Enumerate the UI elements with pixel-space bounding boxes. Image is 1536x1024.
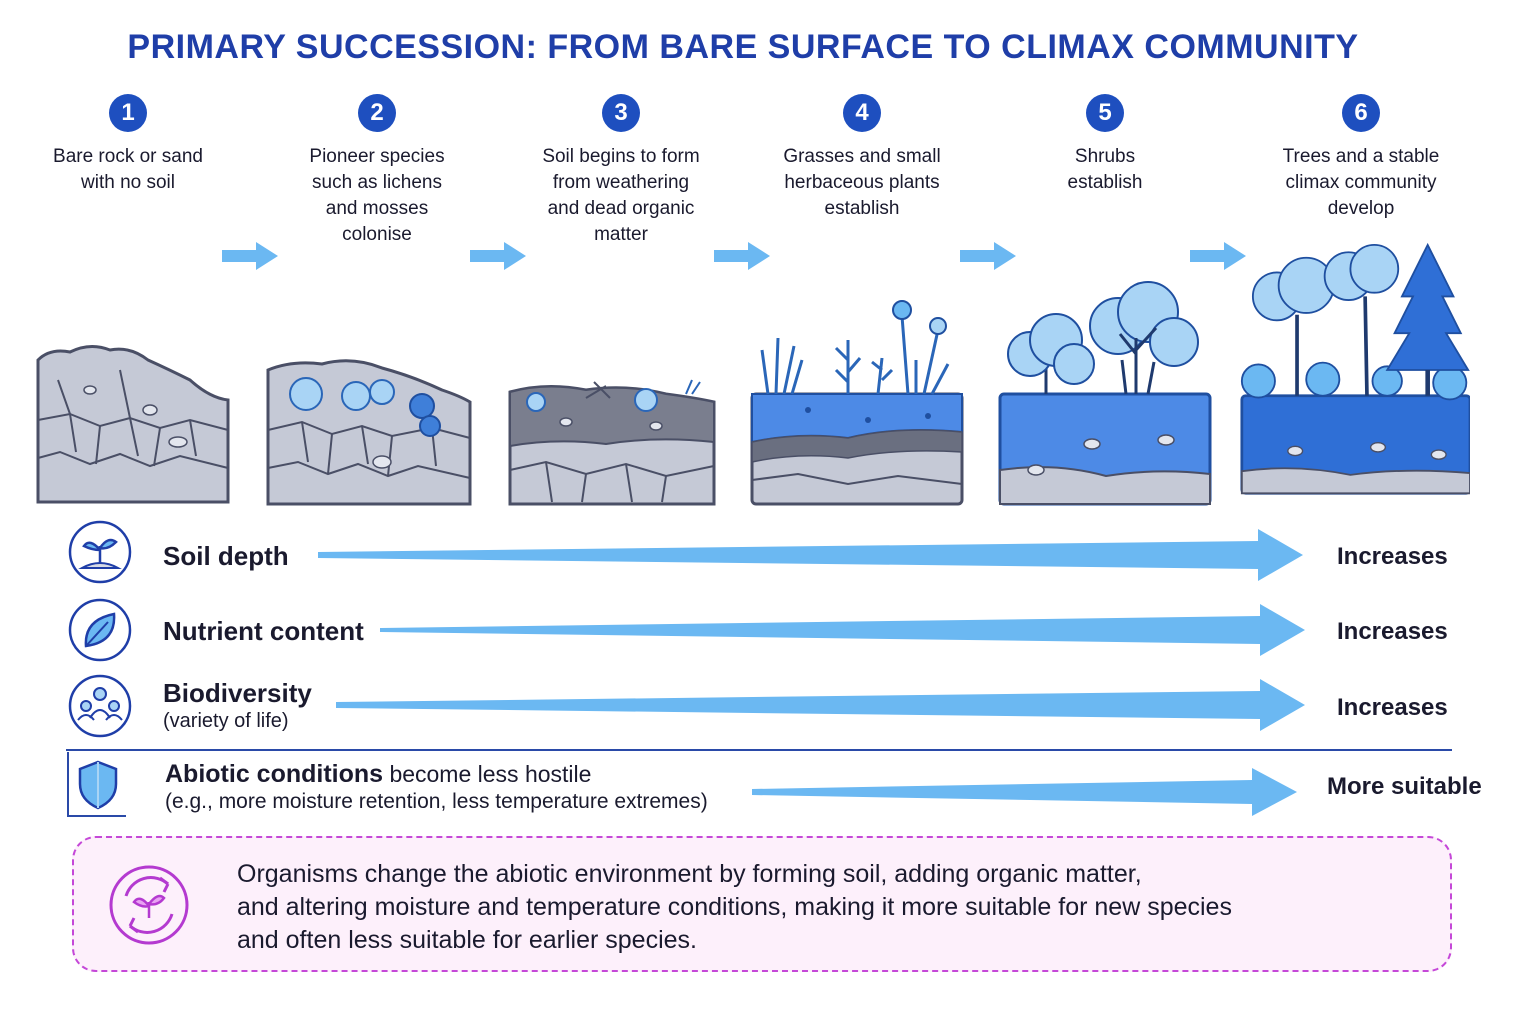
biodiversity-label: Biodiversity	[163, 678, 312, 708]
summary-note-box: Organisms change the abiotic environment…	[72, 836, 1452, 972]
summary-note-text: Organisms change the abiotic environment…	[237, 858, 1417, 957]
flow-arrow-icon	[470, 242, 526, 270]
seedling-soil-icon	[68, 520, 132, 584]
step-description: Bare rock or sand with no soil	[53, 146, 203, 193]
step-number-badge: 2	[358, 94, 396, 132]
early-soil-illustration	[508, 379, 716, 506]
step-description: Shrubs establish	[1067, 146, 1143, 193]
nutrient-content-label: Nutrient content	[163, 616, 364, 646]
biodiversity-sublabel: (variety of life)	[163, 710, 289, 732]
step-number-badge: 1	[109, 94, 147, 132]
step-1: 1 Bare rock or sand with no soil	[13, 94, 243, 196]
flow-arrow-icon	[960, 242, 1016, 270]
flow-arrow-icon	[222, 242, 278, 270]
biodiversity-result: Increases	[1337, 694, 1448, 721]
shield-icon	[67, 752, 126, 817]
step-4: 4 Grasses and small herbaceous plants es…	[747, 94, 977, 222]
soil-depth-label: Soil depth	[163, 541, 289, 571]
abiotic-label-rest: become less hostile	[389, 761, 592, 787]
bare-rock-illustration	[36, 345, 230, 504]
step-number-badge: 3	[602, 94, 640, 132]
shrubs-illustration	[998, 281, 1212, 506]
step-6: 6 Trees and a stable climax community de…	[1246, 94, 1476, 222]
nutrient-content-result: Increases	[1337, 618, 1448, 645]
step-5: 5 Shrubs establish	[990, 94, 1220, 196]
step-description: Grasses and small herbaceous plants esta…	[783, 146, 941, 219]
nutrient-content-trend-arrow	[380, 604, 1305, 656]
flow-arrow-icon	[714, 242, 770, 270]
step-description: Trees and a stable climax community deve…	[1282, 146, 1440, 219]
step-3: 3 Soil begins to form from weathering an…	[506, 94, 736, 248]
abiotic-trend-arrow	[752, 768, 1297, 816]
step-number-badge: 6	[1342, 94, 1380, 132]
step-description: Soil begins to form from weathering and …	[542, 146, 700, 245]
step-number-badge: 5	[1086, 94, 1124, 132]
step-number-badge: 4	[843, 94, 881, 132]
pioneer-species-illustration	[266, 359, 472, 506]
soil-depth-trend-arrow	[318, 529, 1303, 581]
page-title: PRIMARY SUCCESSION: FROM BARE SURFACE TO…	[127, 28, 1359, 66]
biodiversity-trend-arrow	[336, 679, 1305, 731]
abiotic-conditions-sublabel: (e.g., more moisture retention, less tem…	[165, 790, 708, 813]
soil-depth-result: Increases	[1337, 543, 1448, 570]
people-group-icon	[68, 674, 132, 738]
flow-arrow-icon	[1190, 242, 1246, 270]
leaf-icon	[68, 598, 132, 662]
note-line-1: Organisms change the abiotic environment…	[237, 860, 1142, 888]
note-line-2: and altering moisture and temperature co…	[237, 893, 1232, 921]
grasses-illustration	[750, 300, 964, 506]
abiotic-label-bold: Abiotic conditions	[165, 760, 384, 788]
abiotic-conditions-label: Abiotic conditions become less hostile	[165, 760, 591, 789]
climax-forest-illustration	[1240, 242, 1470, 495]
recycle-sprout-icon	[109, 865, 189, 945]
section-divider	[66, 749, 1452, 751]
step-description: Pioneer species such as lichens and moss…	[309, 146, 445, 245]
abiotic-result: More suitable	[1327, 773, 1482, 800]
step-2: 2 Pioneer species such as lichens and mo…	[262, 94, 492, 248]
note-line-3: and often less suitable for earlier spec…	[237, 926, 697, 954]
